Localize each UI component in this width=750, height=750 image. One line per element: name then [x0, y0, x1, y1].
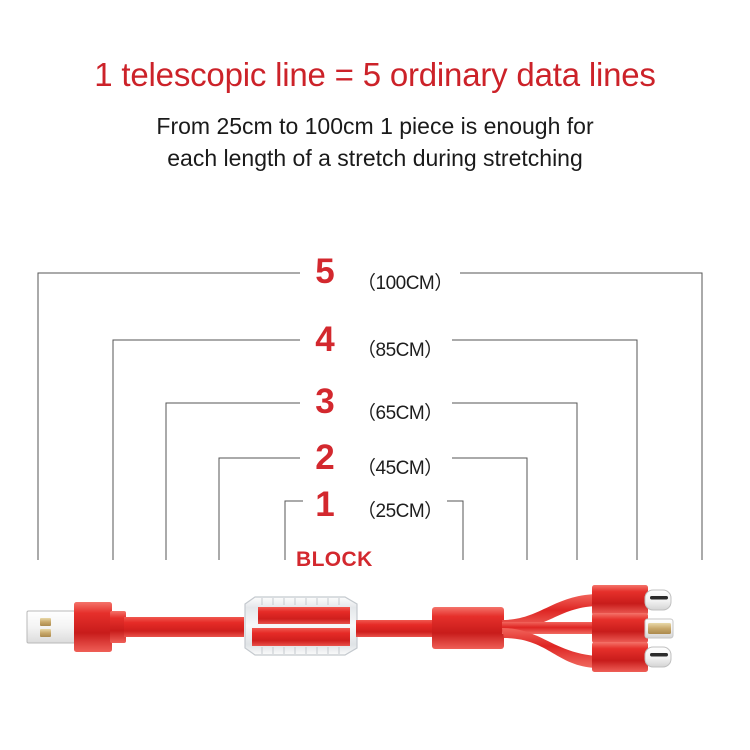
branch-cable-top — [502, 594, 596, 630]
retractable-spool — [244, 596, 358, 656]
usb-c-bottom-metal-tip — [644, 646, 672, 668]
subtitle-line-2: each length of a stretch during stretchi… — [167, 145, 583, 171]
tier-length-4: （85CM） — [357, 340, 443, 361]
bracket-tier-3-left — [165, 402, 300, 560]
tier-length-3: （65CM） — [357, 403, 443, 424]
bracket-tier-4-right — [452, 339, 638, 560]
lightning-gold-pins — [648, 623, 671, 634]
usb-c-bottom-housing — [592, 642, 648, 672]
product-cable-image — [0, 580, 750, 750]
tier-number-1: 1 — [315, 485, 335, 524]
lightning-housing — [592, 613, 648, 643]
tier-number-4: 4 — [315, 320, 335, 359]
tier-length-5: （100CM） — [357, 273, 453, 294]
tier-number-2: 2 — [315, 438, 335, 477]
usb-c-top-metal-tip — [644, 589, 672, 611]
usb-a-contact-bottom — [40, 629, 51, 637]
tier-length-2: （45CM） — [357, 458, 443, 479]
usb-a-strain-relief — [110, 611, 126, 643]
usb-c-top-housing — [592, 585, 648, 615]
bracket-tier-1-right — [447, 500, 464, 560]
usb-c-connector-bottom — [592, 642, 672, 672]
usb-a-contact-top — [40, 618, 51, 626]
usb-c-bottom-slot — [650, 653, 668, 657]
usb-a-metal-shell — [26, 610, 76, 644]
block-label: BLOCK — [296, 548, 373, 571]
tier-number-5: 5 — [315, 252, 335, 291]
bracket-tier-2-left — [218, 457, 300, 560]
subtitle-line-1: From 25cm to 100cm 1 piece is enough for — [156, 113, 594, 139]
usb-c-top-slot — [650, 596, 668, 600]
spool-wound-cable-upper — [258, 607, 350, 624]
tier-number-3: 3 — [315, 382, 335, 421]
bracket-tier-2-right — [452, 457, 528, 560]
spool-wound-cable-lower — [252, 628, 350, 646]
page-title: 1 telescopic line = 5 ordinary data line… — [94, 56, 656, 93]
cable-segment-right — [356, 620, 434, 637]
usb-a-housing — [74, 602, 112, 652]
bracket-tier-3-right — [452, 402, 578, 560]
usb-a-connector — [26, 602, 126, 652]
usb-c-connector-top — [592, 585, 672, 615]
bracket-tier-5-right — [460, 272, 703, 560]
cable-splitter-block — [432, 607, 504, 649]
cable-segment-left — [124, 617, 244, 637]
bracket-tier-4-left — [112, 339, 300, 560]
spool-clear-case — [244, 596, 358, 656]
tier-length-1: （25CM） — [357, 501, 443, 522]
branch-cable-middle — [502, 622, 598, 634]
bracket-tier-5-left — [37, 272, 300, 560]
lightning-connector-middle — [592, 613, 674, 643]
branch-cable-bottom — [502, 628, 596, 668]
spool-ribs — [261, 598, 340, 654]
